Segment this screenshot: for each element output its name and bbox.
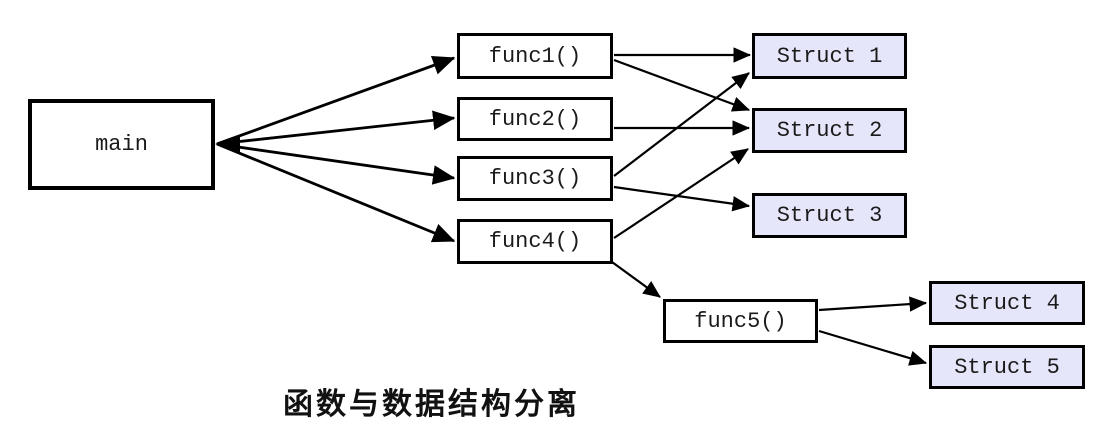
edge-func1-struct2 [613,58,751,112]
node-func5: func5() [663,299,818,343]
node-struct1: Struct 1 [752,33,907,79]
edge-func5-struct5 [818,329,928,366]
node-func3: func3() [457,156,613,201]
edge-func3-struct1 [613,72,750,177]
edge-main-func1 [216,55,456,146]
arrowhead-into-main [215,135,240,153]
node-func1: func1() [457,33,613,79]
edge-func3-struct3 [613,185,751,212]
node-func4: func4() [457,219,613,264]
node-func2: func2() [457,97,613,141]
node-struct5: Struct 5 [929,345,1085,389]
node-struct4: Struct 4 [929,281,1085,325]
node-struct2: Struct 2 [752,108,907,153]
edge-func5-struct4 [818,296,928,312]
diagram-caption: 函数与数据结构分离 [283,388,580,421]
node-main: main [28,99,215,190]
edge-func4-func5 [611,261,661,298]
edge-main-func3 [216,142,456,185]
node-struct3: Struct 3 [752,193,907,238]
edge-main-func4 [216,142,456,243]
edge-main-func2 [216,110,456,146]
edge-func4-struct2 [613,148,749,239]
